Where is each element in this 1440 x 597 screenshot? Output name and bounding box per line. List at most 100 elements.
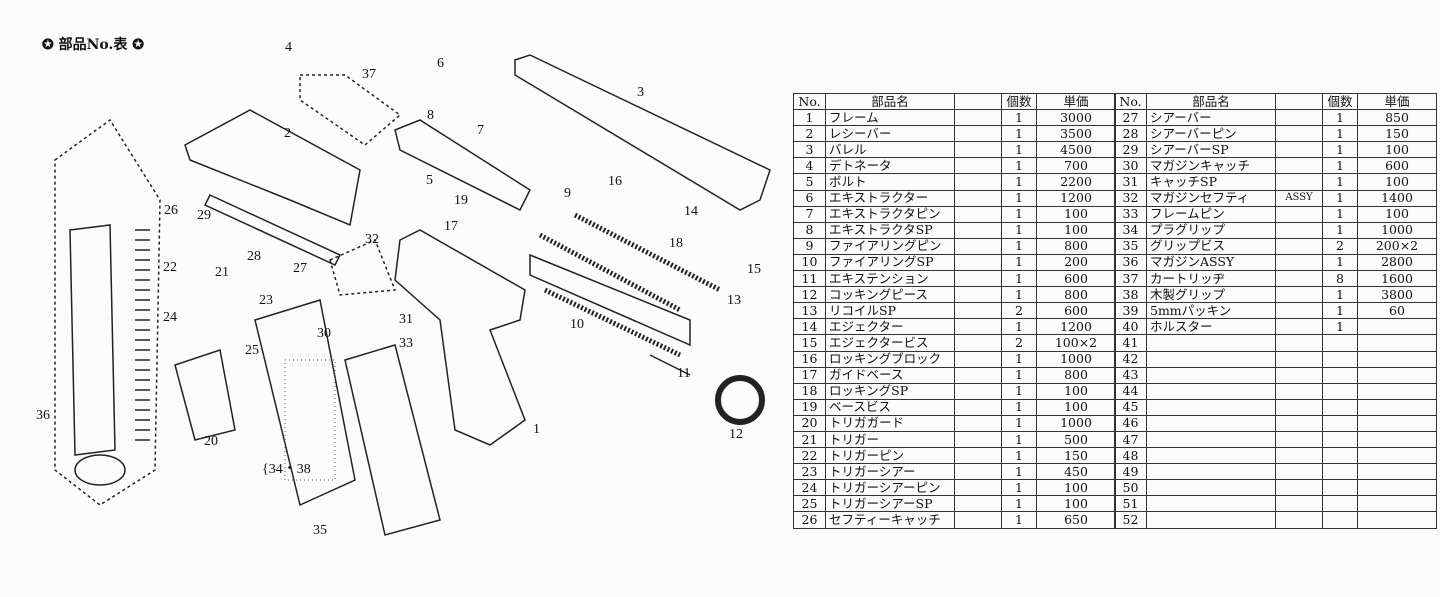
cell-no: 37 (1114, 270, 1147, 288)
callout-1: 1 (533, 422, 540, 437)
cell-extra (954, 350, 1002, 368)
cell-no: 31 (1114, 173, 1147, 191)
cell-extra (954, 398, 1002, 416)
header-no: No. (793, 92, 826, 111)
cell-extra (1275, 109, 1323, 127)
callout-20: 20 (204, 434, 218, 449)
cell-qty: 1 (1001, 447, 1037, 465)
cell-price: 100 (1357, 173, 1437, 191)
header-price: 単価 (1036, 92, 1116, 111)
cell-name: セフティーキャッチ (825, 511, 955, 529)
callout-32: 32 (365, 232, 379, 247)
cell-no: 11 (793, 270, 826, 288)
cell-extra (954, 463, 1002, 481)
callout-33: 33 (399, 336, 413, 351)
cell-qty: 8 (1322, 270, 1358, 288)
table-row: 51 (1114, 495, 1437, 513)
cell-extra (954, 237, 1002, 255)
cell-price: 100 (1357, 205, 1437, 223)
magazine-spring (135, 229, 150, 441)
cell-qty: 1 (1001, 109, 1037, 127)
callout-19: 19 (454, 193, 468, 208)
cell-qty: 1 (1001, 253, 1037, 272)
cell-extra (954, 430, 1002, 449)
cell-price (1357, 366, 1437, 384)
cell-no: 40 (1114, 318, 1147, 336)
cell-price: 100 (1036, 205, 1116, 223)
cell-no: 38 (1114, 286, 1147, 304)
cell-name: トリガー (825, 430, 955, 449)
bolt (394, 119, 531, 212)
cell-no: 29 (1114, 141, 1147, 159)
cell-no: 7 (793, 205, 826, 223)
cell-no: 50 (1114, 479, 1147, 497)
cell-name: トリガーシアーSP (825, 495, 955, 513)
cell-extra (954, 495, 1002, 513)
cell-extra (1275, 253, 1323, 272)
cell-name: トリガーシアー (825, 463, 955, 481)
cell-no: 42 (1114, 350, 1147, 368)
cell-price: 200 (1036, 253, 1116, 272)
callout-14: 14 (684, 204, 698, 219)
cell-no: 36 (1114, 253, 1147, 272)
cell-name: シアーバーピン (1146, 125, 1276, 143)
cell-name: コッキングピース (825, 286, 955, 304)
magazine-group-box (54, 118, 161, 506)
cell-qty: 1 (1001, 189, 1037, 207)
cell-name (1146, 430, 1276, 449)
cell-qty: 1 (1322, 221, 1358, 239)
cell-no: 2 (793, 125, 826, 143)
cell-extra (954, 366, 1002, 384)
cell-extra (1275, 237, 1323, 255)
table-row: 45 (1114, 398, 1437, 416)
callout-15: 15 (747, 262, 761, 277)
cell-name (1146, 366, 1276, 384)
cell-no: 34 (1114, 221, 1147, 239)
callout-6: 6 (437, 56, 444, 71)
cell-no: 45 (1114, 398, 1147, 416)
grip-right (344, 344, 441, 536)
cell-price: 100 (1036, 495, 1116, 513)
cell-extra (954, 253, 1002, 272)
cell-no: 21 (793, 430, 826, 449)
cell-name: ロッキングSP (825, 382, 955, 400)
cell-qty: 1 (1001, 125, 1037, 143)
callout-3: 3 (637, 85, 644, 100)
table-row: 50 (1114, 479, 1437, 497)
cell-extra (1275, 350, 1323, 368)
page-title: ✪ 部品No.表 ✪ (42, 37, 144, 53)
magazine-base (74, 454, 126, 486)
cell-name: トリガーシアーピン (825, 479, 955, 497)
cell-price (1357, 511, 1437, 529)
cell-extra (1275, 334, 1323, 352)
cell-no: 3 (793, 141, 826, 159)
cell-qty: 1 (1001, 414, 1037, 432)
cell-no: 4 (793, 157, 826, 175)
callout-10: 10 (570, 317, 584, 332)
cell-name: ベースビス (825, 398, 955, 416)
cell-name (1146, 382, 1276, 400)
cell-qty (1322, 511, 1358, 529)
cell-name (1146, 479, 1276, 497)
cell-price: 100 (1036, 479, 1116, 497)
cell-extra (1275, 479, 1323, 497)
magazine (69, 224, 116, 456)
cell-qty: 1 (1001, 511, 1037, 529)
header-extra (954, 92, 1002, 111)
callout-21: 21 (215, 265, 229, 280)
cell-price: 1400 (1357, 189, 1437, 207)
